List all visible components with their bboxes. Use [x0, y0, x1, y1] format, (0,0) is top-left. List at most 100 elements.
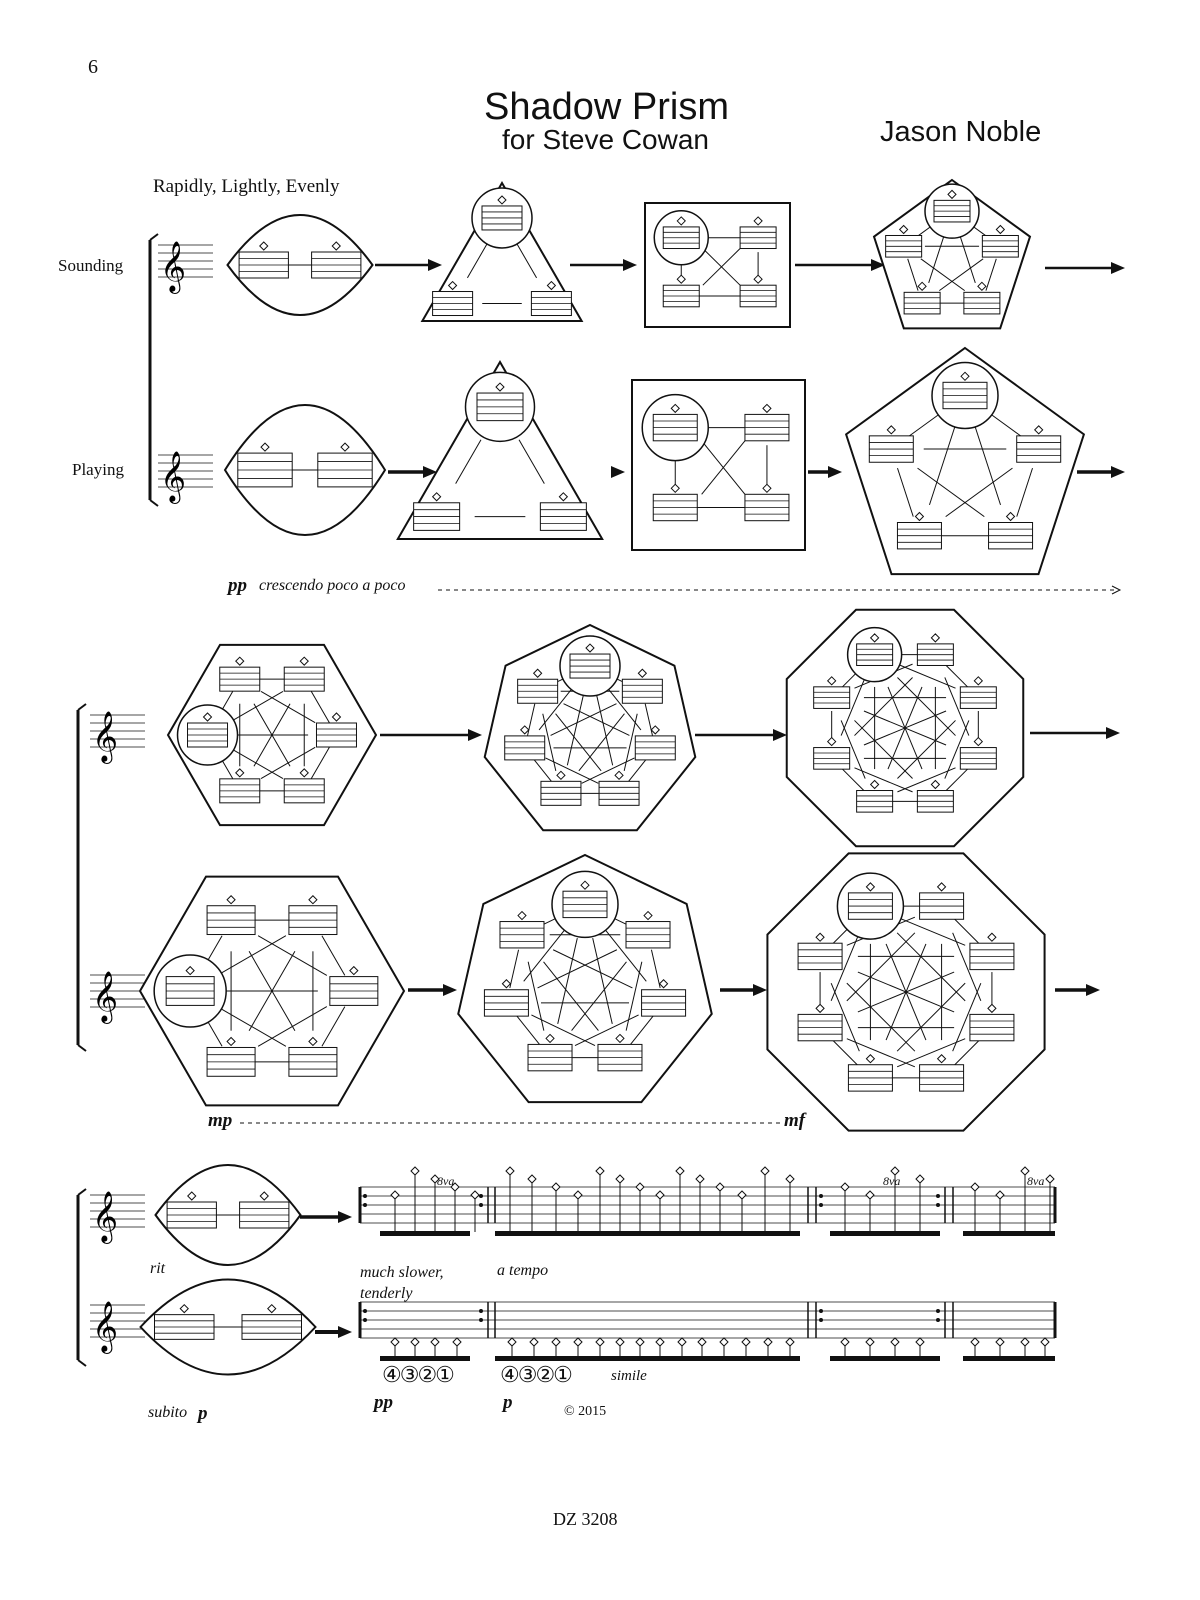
diamond-note	[585, 643, 595, 653]
diamond-note	[430, 1174, 440, 1184]
connector	[830, 932, 860, 1002]
staff-label-sounding: Sounding	[58, 256, 124, 275]
connector	[532, 757, 554, 784]
connector	[574, 1014, 639, 1047]
arrow-head-icon	[338, 1326, 352, 1338]
diamond-note	[987, 1003, 997, 1014]
connector	[985, 258, 997, 291]
diamond-note	[815, 1003, 825, 1014]
diamond-note	[760, 1166, 770, 1176]
arrow-head-icon	[773, 729, 787, 741]
connector	[518, 439, 545, 484]
diamond-note	[495, 382, 505, 392]
connector	[854, 677, 913, 736]
arrow-head-icon	[623, 259, 637, 271]
diamond-note	[235, 768, 245, 778]
diamond-note	[390, 1337, 400, 1347]
diamond-note	[580, 880, 590, 890]
diamond-note	[259, 1191, 269, 1201]
diamond-note	[970, 1337, 980, 1347]
beam	[380, 1356, 470, 1361]
fingering-group: ④③②①	[500, 1362, 573, 1387]
staff-label-playing: Playing	[72, 460, 124, 479]
beam	[495, 1231, 800, 1236]
diamond-note	[1020, 1166, 1030, 1176]
diamond-note	[785, 1174, 795, 1184]
connector	[830, 1038, 860, 1068]
diamond-note	[936, 882, 947, 892]
connector	[701, 440, 746, 495]
connector	[952, 982, 982, 1052]
diamond-note	[930, 633, 941, 643]
diamond-note	[753, 216, 763, 226]
arrow-head-icon	[1106, 727, 1120, 739]
connector	[846, 982, 916, 1052]
diamond-note	[501, 979, 512, 989]
diamond-note	[235, 656, 245, 666]
connector	[248, 951, 296, 1031]
diamond-note	[973, 736, 984, 747]
arrow-head-icon	[428, 259, 442, 271]
diamond-note	[655, 1337, 665, 1347]
diamond-note	[1005, 511, 1016, 522]
connector	[257, 1006, 328, 1047]
diamond-note	[995, 224, 1006, 235]
diamond-note	[349, 965, 359, 976]
diamond-note	[890, 1337, 900, 1347]
connector	[897, 663, 956, 689]
connector	[310, 691, 330, 723]
beam	[495, 1356, 800, 1361]
diamond-note	[826, 676, 837, 686]
diamond-note	[753, 274, 763, 284]
bracket-bottom	[149, 499, 159, 507]
diamond-note	[763, 1337, 773, 1347]
connector	[321, 1006, 346, 1047]
diamond-note	[615, 1033, 625, 1044]
arrow-head-icon	[1111, 262, 1125, 274]
connector	[896, 916, 966, 946]
subito-marking: subito	[148, 1404, 188, 1421]
diamond-note	[497, 195, 507, 205]
simile-marking: simile	[611, 1368, 647, 1384]
diamond-note	[815, 932, 825, 942]
connector	[952, 1038, 982, 1068]
diamond-note	[960, 371, 970, 382]
connector	[863, 710, 947, 746]
repeat-dot	[936, 1318, 940, 1322]
much-slower-marking: much slower,	[360, 1264, 444, 1281]
diamond-note	[517, 910, 527, 921]
bracket-top	[77, 1188, 87, 1196]
polygon-5-shape	[844, 346, 1086, 576]
diamond-note	[595, 1337, 605, 1347]
diamond-note	[545, 1033, 555, 1044]
connector	[840, 767, 866, 793]
diamond-note	[886, 425, 897, 435]
connector	[945, 467, 1013, 518]
beam	[830, 1231, 940, 1236]
diamond-note	[259, 241, 269, 251]
connector	[840, 677, 866, 736]
a-tempo-marking: a tempo	[497, 1262, 549, 1279]
connector	[917, 467, 985, 518]
connector	[515, 1014, 541, 1046]
diamond-note	[970, 1182, 980, 1192]
treble-clef-icon: 𝄞	[160, 241, 186, 294]
diamond-note	[551, 1337, 561, 1347]
connector	[650, 949, 661, 989]
dynamic-mf: mf	[784, 1110, 806, 1131]
connector	[601, 925, 647, 982]
beam	[963, 1356, 1055, 1361]
diamond-note	[719, 1337, 729, 1347]
connector	[542, 713, 557, 771]
diamond-note	[308, 1036, 318, 1047]
connector	[566, 693, 585, 766]
connector	[527, 961, 545, 1031]
diamond-note	[973, 676, 984, 686]
connector	[897, 767, 956, 793]
connector	[928, 231, 946, 284]
diamond-note	[179, 1303, 189, 1314]
connector	[260, 746, 316, 779]
dynamic-p-final: p	[503, 1392, 513, 1413]
connector	[531, 1014, 596, 1047]
diamond-note	[826, 736, 837, 747]
